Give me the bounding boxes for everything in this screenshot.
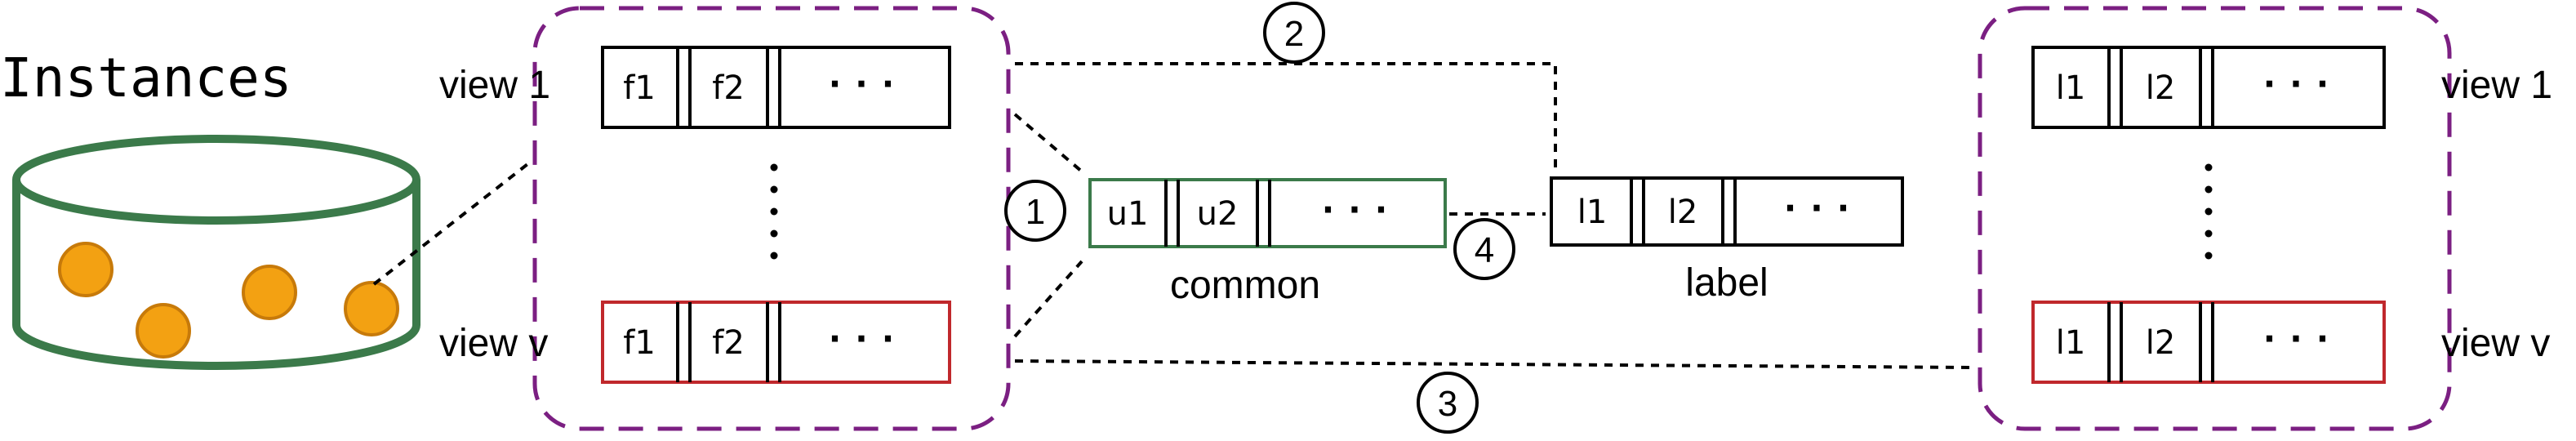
- cell-l2: l2: [2146, 324, 2176, 362]
- step-3-badge: 3: [1417, 372, 1479, 434]
- instances-database-icon: [12, 135, 420, 370]
- instance-dot: [242, 265, 297, 320]
- svg-text:1: 1: [1026, 192, 1045, 232]
- cell-ellipsis: ···: [824, 64, 903, 105]
- right-view-v-vector: l1 l2 ···: [2031, 301, 2386, 384]
- cell-ellipsis: ···: [2258, 64, 2338, 105]
- right-view-group: [1978, 6, 2452, 431]
- left-view-1-label: view 1: [439, 64, 550, 107]
- svg-text:2: 2: [1284, 14, 1304, 54]
- label-vector: l1 l2 ···: [1550, 176, 1904, 247]
- cell-ellipsis: ···: [824, 318, 903, 360]
- zoom-connector-line: [372, 160, 532, 286]
- cell-f2: f2: [712, 69, 745, 107]
- step-4-badge: 4: [1453, 218, 1515, 280]
- cell-ellipsis: ···: [1317, 189, 1396, 231]
- cell-l2: l2: [1668, 194, 1698, 231]
- cell-f2: f2: [712, 324, 745, 362]
- cell-ellipsis: ···: [2258, 318, 2338, 360]
- cell-l1: l1: [1577, 194, 1608, 231]
- svg-text:4: 4: [1475, 230, 1494, 270]
- left-view-v-vector: f1 f2 ···: [601, 301, 951, 384]
- instances-title: Instances: [0, 47, 292, 109]
- left-vertical-ellipsis: [770, 163, 778, 260]
- instance-dot: [58, 242, 113, 297]
- step-1-badge: 1: [1004, 180, 1066, 242]
- common-label: common: [1170, 264, 1320, 307]
- right-view-1-label: view 1: [2441, 64, 2552, 107]
- arrow-viewv-to-common: [1013, 260, 1083, 338]
- step-2-badge: 2: [1263, 2, 1325, 64]
- right-vertical-ellipsis: [2205, 163, 2213, 260]
- instance-dot: [344, 281, 399, 336]
- cell-l1: l1: [2056, 69, 2086, 107]
- cell-f1: f1: [623, 324, 656, 362]
- left-view-1-vector: f1 f2 ···: [601, 46, 951, 129]
- cell-u1: u1: [1107, 195, 1149, 233]
- svg-text:3: 3: [1438, 384, 1457, 424]
- right-view-1-vector: l1 l2 ···: [2031, 46, 2386, 129]
- right-view-v-label: view v: [2441, 322, 2550, 365]
- left-view-v-label: view v: [439, 322, 548, 365]
- cell-u2: u2: [1197, 195, 1239, 233]
- cell-l1: l1: [2056, 324, 2086, 362]
- arrow-step2-to-label: [1015, 62, 1557, 170]
- cell-ellipsis: ···: [1779, 188, 1858, 229]
- arrow-view1-to-common: [1013, 113, 1083, 173]
- label-label: label: [1685, 261, 1768, 305]
- cell-f1: f1: [623, 69, 656, 107]
- arrow-step3-to-right-views: [1014, 359, 1973, 369]
- cell-l2: l2: [2146, 69, 2176, 107]
- common-vector: u1 u2 ···: [1088, 178, 1447, 248]
- instance-dot: [136, 303, 191, 359]
